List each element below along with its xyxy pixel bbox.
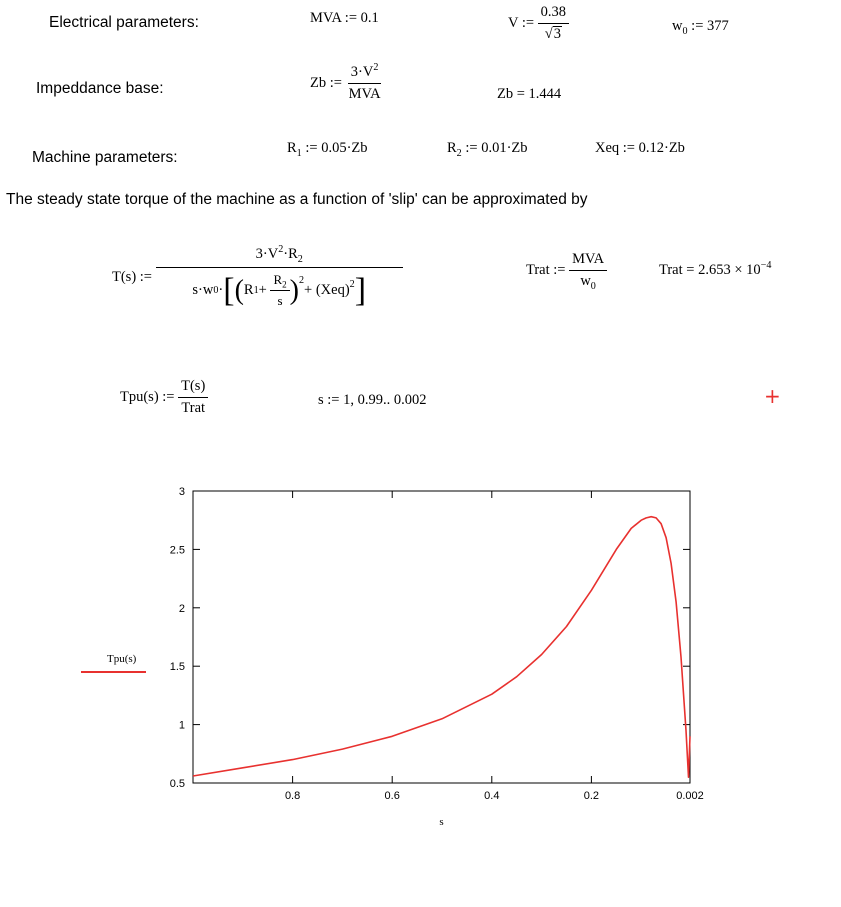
description-text: The steady state torque of the machine a… [6,191,588,208]
machine-parameters-label: Machine parameters: [32,149,178,166]
electrical-parameters-label: Electrical parameters: [49,14,199,31]
cursor-crosshair-icon: + [764,384,781,408]
zb-fraction: 3·V2 MVA [347,62,382,102]
y-tick-label: 1 [179,720,185,732]
v-fraction: 0.38 √3 [537,4,570,43]
s-range-definition[interactable]: s := 1, 0.99.. 0.002 [318,392,427,408]
x-tick-label: 0.002 [676,790,704,802]
y-tick-label: 3 [179,486,185,498]
legend-label: Tpu(s) [107,653,137,665]
tpu-definition[interactable]: Tpu(s) := T(s) Trat [120,378,209,417]
zb-result: Zb = 1.444 [497,86,562,102]
xeq-definition[interactable]: Xeq := 0.12·Zb [595,140,685,156]
r2-definition[interactable]: R2 := 0.01·Zb [447,140,528,159]
x-tick-label: 0.6 [385,790,400,802]
x-tick-label: 0.8 [285,790,300,802]
y-tick-label: 1.5 [170,661,185,673]
trat-result: Trat = 2.653 × 10−4 [659,260,772,278]
x-axis-label: s [439,816,443,828]
left-paren: ( [234,274,244,306]
plot-frame [192,490,691,784]
trat-definition[interactable]: Trat := MVA w0 [526,251,608,291]
v-definition[interactable]: V := 0.38 √3 [508,4,570,43]
y-tick-label: 2 [179,603,185,615]
y-tick-label: 0.5 [170,778,185,790]
r1-definition[interactable]: R1 := 0.05·Zb [287,140,368,159]
mva-definition[interactable]: MVA := 0.1 [310,10,379,26]
v-lhs: V := [508,15,535,31]
right-bracket: ] [354,271,367,309]
zb-definition[interactable]: Zb := 3·V2 MVA [310,62,384,103]
right-paren: ) [289,274,299,306]
x-tick-label: 0.2 [584,790,599,802]
x-tick-label: 0.4 [484,790,499,802]
series-line-tpu [192,515,691,779]
y-tick-label: 2.5 [170,544,185,556]
sqrt-symbol: √3 [544,26,562,43]
impedance-base-label: Impeddance base: [36,80,164,97]
w0-definition[interactable]: w0 := 377 [672,18,729,37]
left-bracket: [ [223,271,235,309]
